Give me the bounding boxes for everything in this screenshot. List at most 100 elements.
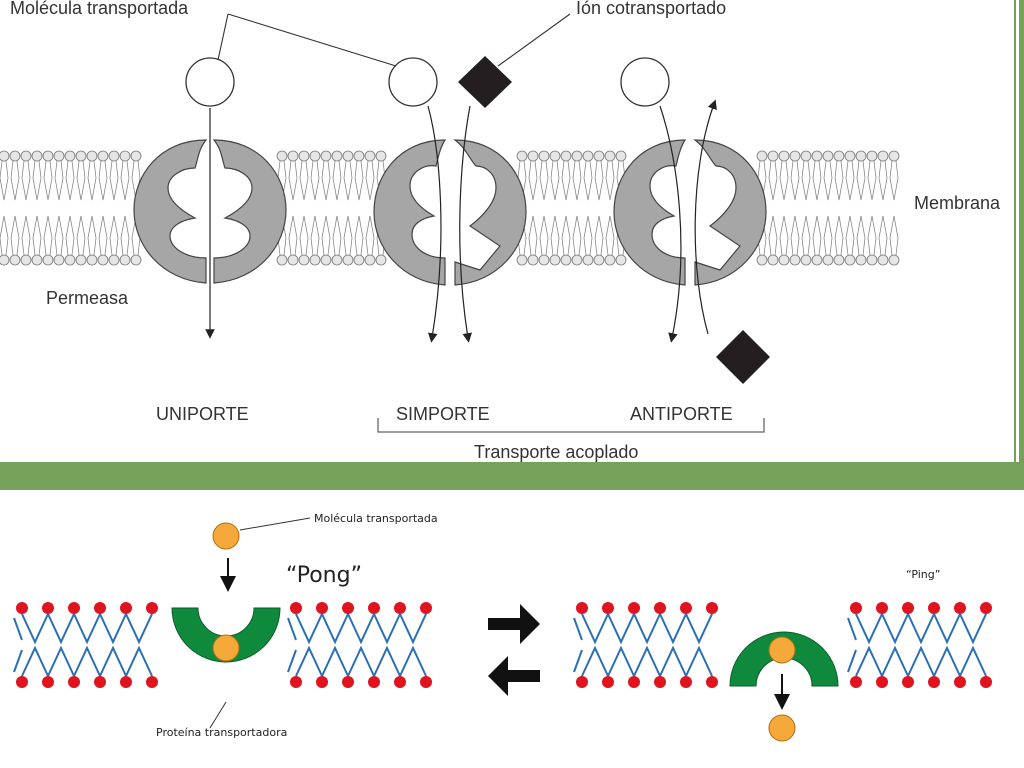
lipid-tail-blue: [21, 613, 49, 645]
lipid-tail: [812, 160, 822, 201]
lipid-tail-blue: [287, 617, 297, 641]
lipid-head: [375, 150, 387, 162]
lipid-head: [822, 254, 834, 266]
lipid-head: [866, 254, 878, 266]
lipid-head-red: [954, 602, 966, 614]
flow-arrows: [205, 99, 717, 343]
lipid-head: [560, 150, 572, 162]
antiport-label: ANTIPORTE: [630, 404, 733, 424]
uniport-label: UNIPORTE: [156, 404, 249, 424]
molecule-label: Molécula transportada: [10, 0, 189, 18]
lipid-head-red: [394, 602, 406, 614]
lipid-head: [320, 254, 332, 266]
lipid-head: [298, 150, 310, 162]
lipid-tail: [332, 160, 342, 201]
lipid-head: [331, 254, 343, 266]
lipid-tail-blue: [73, 613, 101, 645]
lipid-head: [342, 254, 354, 266]
lipid-tail: [321, 215, 331, 256]
lipid-tail: [87, 160, 97, 201]
lipid-head-red: [654, 602, 666, 614]
lipid-tail-blue: [907, 613, 935, 645]
lipid-head: [31, 254, 43, 266]
lipid-head: [86, 150, 98, 162]
lipid-tail: [76, 215, 86, 256]
lipid-tail: [867, 160, 877, 201]
lipid-tail: [605, 160, 615, 201]
lipid-head: [593, 254, 605, 266]
lipid-tail: [0, 215, 9, 256]
lipid-tail: [98, 215, 108, 256]
lipid-head: [75, 254, 87, 266]
lipid-tail: [583, 160, 593, 201]
membrane-left-a: [13, 602, 158, 688]
lipid-tail-blue: [13, 617, 23, 641]
lipid-head: [119, 254, 131, 266]
antiport-molecule: [620, 57, 670, 107]
lipid-head: [527, 150, 539, 162]
lipid-head-red: [42, 676, 54, 688]
lipid-head: [516, 150, 528, 162]
lipid-tail-blue: [347, 613, 375, 645]
lipid-head-red: [120, 602, 132, 614]
lipid-head: [789, 254, 801, 266]
lipid-head: [64, 150, 76, 162]
ion-label: Ión cotransportado: [576, 0, 726, 18]
pong-molecule-outside: [212, 522, 240, 550]
lipid-head: [767, 150, 779, 162]
lipid-tail: [10, 215, 20, 256]
protein-pointer: [209, 701, 227, 729]
lipid-head: [9, 254, 21, 266]
lipid-tail-blue: [125, 645, 153, 677]
lipid-tail: [32, 160, 42, 201]
bottom-molecule-label: Molécula transportada: [314, 512, 438, 525]
lipid-head: [833, 254, 845, 266]
lipid-head: [615, 254, 627, 266]
lipid-head: [108, 150, 120, 162]
lipid-head-red: [876, 602, 888, 614]
lipid-tail-blue: [347, 645, 375, 677]
lipid-head-red: [420, 676, 432, 688]
lipid-tail: [21, 215, 31, 256]
lipid-head: [571, 150, 583, 162]
lipid-head-red: [954, 676, 966, 688]
protein-label: Proteína transportadora: [156, 726, 287, 739]
lipid-tail: [790, 160, 800, 201]
lipid-tail-blue: [295, 613, 323, 645]
antiport-ion: [716, 330, 770, 384]
lipid-head: [560, 254, 572, 266]
lipid-head: [86, 254, 98, 266]
lipid-head: [789, 150, 801, 162]
lipid-tail: [594, 160, 604, 201]
lipid-head: [42, 254, 54, 266]
lipid-head: [800, 254, 812, 266]
lipid-head: [888, 150, 900, 162]
lipid-head-red: [850, 602, 862, 614]
lipid-tail: [98, 160, 108, 201]
lipid-head: [604, 150, 616, 162]
lipid-head: [811, 150, 823, 162]
lipid-head: [64, 254, 76, 266]
lipid-tail: [332, 215, 342, 256]
forward-arrow: [488, 604, 540, 644]
lipid-head: [75, 150, 87, 162]
lipid-head: [276, 150, 288, 162]
lipid-head-red: [368, 602, 380, 614]
lipid-head: [375, 254, 387, 266]
lipid-tail: [109, 215, 119, 256]
lipid-head-red: [706, 676, 718, 688]
lipid-tail-blue: [633, 613, 661, 645]
lipid-tail: [801, 160, 811, 201]
lipid-tail-blue: [99, 645, 127, 677]
lipid-head: [615, 150, 627, 162]
lipid-head: [866, 150, 878, 162]
lipid-head-red: [680, 602, 692, 614]
lipid-head: [538, 150, 550, 162]
lipid-head: [353, 254, 365, 266]
ping-pong-diagram: Molécula transportada “Pong” “Ping” Prot…: [13, 512, 992, 742]
lipid-tail-blue: [847, 649, 857, 673]
lipid-head: [778, 254, 790, 266]
lipid-head: [353, 150, 365, 162]
lipid-tail-blue: [685, 645, 713, 677]
lipid-tail: [605, 215, 615, 256]
